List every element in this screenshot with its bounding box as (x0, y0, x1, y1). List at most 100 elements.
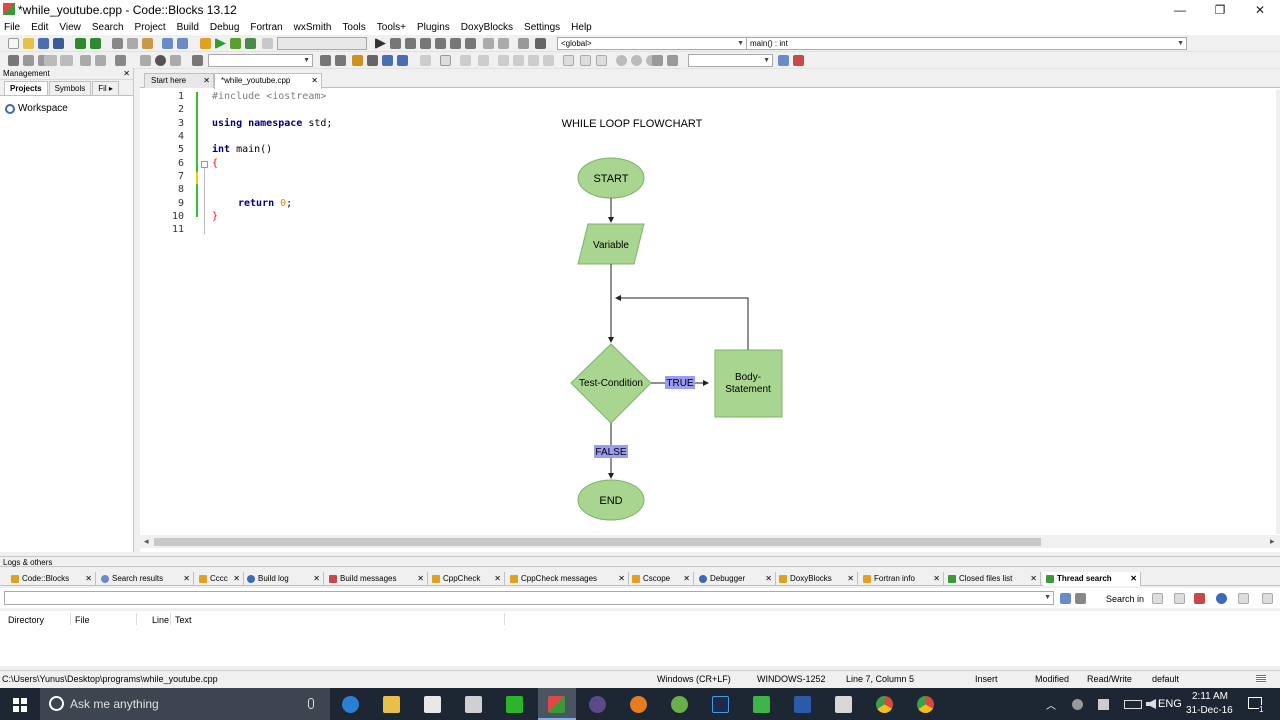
cortana-search[interactable]: Ask me anything (40, 688, 330, 720)
file-explorer-icon[interactable] (383, 696, 400, 713)
menu-wxsmith[interactable]: wxSmith (293, 21, 332, 33)
search-combo[interactable]: ▼ (208, 54, 313, 67)
menu-help[interactable]: Help (571, 21, 592, 33)
column-text[interactable]: Text (175, 615, 192, 625)
scope-extra-icon[interactable] (1262, 593, 1273, 604)
layout-icon-3[interactable] (498, 55, 509, 66)
tray-icon-2[interactable] (1098, 699, 1109, 710)
step-out-icon[interactable] (435, 38, 446, 49)
scroll-left-icon[interactable]: ◂ (144, 536, 149, 546)
bookmark-next-icon[interactable] (170, 55, 181, 66)
tab-build-messages[interactable]: Build messages✕ (326, 572, 428, 586)
menu-tools-plus[interactable]: Tools+ (376, 21, 406, 33)
edge-icon[interactable] (342, 696, 359, 713)
language-indicator[interactable]: ENG (1158, 698, 1182, 710)
close-icon[interactable]: ✕ (417, 574, 424, 583)
shape-icon-2[interactable] (580, 55, 591, 66)
prev-icon[interactable] (23, 55, 34, 66)
tab-thread-search[interactable]: Thread search✕ (1043, 572, 1141, 586)
bookmark-prev-icon[interactable] (140, 55, 151, 66)
tab-while-youtube[interactable]: *while_youtube.cpp ✕ (214, 73, 322, 89)
zoom-in-icon[interactable] (616, 55, 627, 66)
close-icon[interactable]: ✕ (847, 574, 854, 583)
debug-run-icon[interactable] (375, 38, 386, 49)
code-editor[interactable]: #include <iostream> using namespace std;… (212, 90, 552, 290)
find-icon[interactable] (162, 38, 173, 49)
wrench-settings-icon[interactable] (793, 55, 804, 66)
notification-icon[interactable] (1248, 697, 1262, 709)
regex-icon[interactable] (397, 55, 408, 66)
windows-start-icon[interactable] (13, 698, 27, 712)
column-directory[interactable]: Directory (8, 615, 45, 625)
photoshop-icon[interactable] (712, 696, 729, 713)
shape-icon-3[interactable] (596, 55, 607, 66)
close-icon[interactable]: ✕ (123, 69, 130, 78)
restore-button[interactable]: ❐ (1214, 2, 1226, 17)
settings-icon[interactable] (38, 55, 49, 66)
scope-directory-icon[interactable] (1216, 593, 1227, 604)
select-icon[interactable] (420, 55, 431, 66)
next-instruction-icon[interactable] (450, 38, 461, 49)
pause-icon[interactable] (483, 38, 494, 49)
save-all-icon[interactable] (53, 38, 64, 49)
calculator-icon[interactable] (465, 696, 482, 713)
menu-settings[interactable]: Settings (524, 21, 561, 33)
scope-combo[interactable]: <global>▼ (557, 37, 747, 50)
rebuild-icon[interactable] (245, 38, 256, 49)
tab-symbols[interactable]: Symbols (48, 81, 92, 95)
print-icon[interactable] (8, 55, 19, 66)
jump-icon[interactable] (192, 55, 203, 66)
selected-icon[interactable] (367, 55, 378, 66)
vertical-scrollbar[interactable] (1276, 90, 1280, 534)
toggle-icon[interactable] (80, 55, 91, 66)
close-icon[interactable]: ✕ (313, 574, 320, 583)
replace-icon[interactable] (177, 38, 188, 49)
paste-icon[interactable] (142, 38, 153, 49)
tab-codeblocks[interactable]: Code::Blocks✕ (8, 572, 96, 586)
menu-doxyblocks[interactable]: DoxyBlocks (460, 21, 514, 33)
stream-icon[interactable] (95, 55, 106, 66)
menu-plugins[interactable]: Plugins (416, 21, 450, 33)
symbol-icon[interactable] (652, 55, 663, 66)
close-icon[interactable]: ✕ (233, 574, 240, 583)
menu-search[interactable]: Search (91, 21, 124, 33)
tab-files[interactable]: Fil ▸ (92, 81, 119, 95)
build-target-combo[interactable] (277, 37, 367, 50)
copy-icon[interactable] (127, 38, 138, 49)
next-line-icon[interactable] (405, 38, 416, 49)
horizontal-scrollbar[interactable]: ◂ ▸ (140, 535, 1280, 548)
search-icon[interactable] (778, 55, 789, 66)
android-studio-icon[interactable] (671, 696, 688, 713)
tray-icon-1[interactable] (1072, 699, 1083, 710)
keyboard-icon[interactable] (1124, 700, 1142, 709)
search-options-icon[interactable] (1060, 593, 1071, 604)
comment-icon[interactable] (44, 55, 57, 66)
run-icon[interactable] (215, 38, 226, 49)
close-icon[interactable]: ✕ (933, 574, 940, 583)
cycle-icon[interactable] (667, 55, 678, 66)
qt-icon[interactable] (753, 696, 770, 713)
layout-icon-5[interactable] (528, 55, 539, 66)
open-file-icon[interactable] (23, 38, 34, 49)
step-into-icon[interactable] (420, 38, 431, 49)
column-file[interactable]: File (75, 615, 90, 625)
zoom-reset-icon[interactable] (646, 55, 657, 66)
layout-icon-4[interactable] (513, 55, 524, 66)
menu-fortran[interactable]: Fortran (250, 21, 283, 33)
close-icon[interactable]: ✕ (311, 76, 318, 85)
menu-project[interactable]: Project (134, 21, 166, 33)
function-combo[interactable]: main() : int▼ (746, 37, 1187, 50)
rect-icon[interactable] (440, 55, 451, 66)
step-instruction-icon[interactable] (465, 38, 476, 49)
scroll-right-icon[interactable]: ▸ (1270, 536, 1275, 546)
microphone-icon[interactable] (308, 698, 314, 709)
abort-icon[interactable] (262, 38, 273, 49)
menu-tools[interactable]: Tools (342, 21, 366, 33)
build-run-icon[interactable] (230, 38, 241, 49)
wrench-icon[interactable] (115, 55, 126, 66)
forward-icon[interactable] (335, 55, 346, 66)
scope-open-files-icon[interactable] (1152, 593, 1163, 604)
close-icon[interactable]: ✕ (1130, 574, 1137, 583)
chevron-up-icon[interactable]: ︿ (1046, 701, 1056, 712)
layout-icon-1[interactable] (460, 55, 471, 66)
